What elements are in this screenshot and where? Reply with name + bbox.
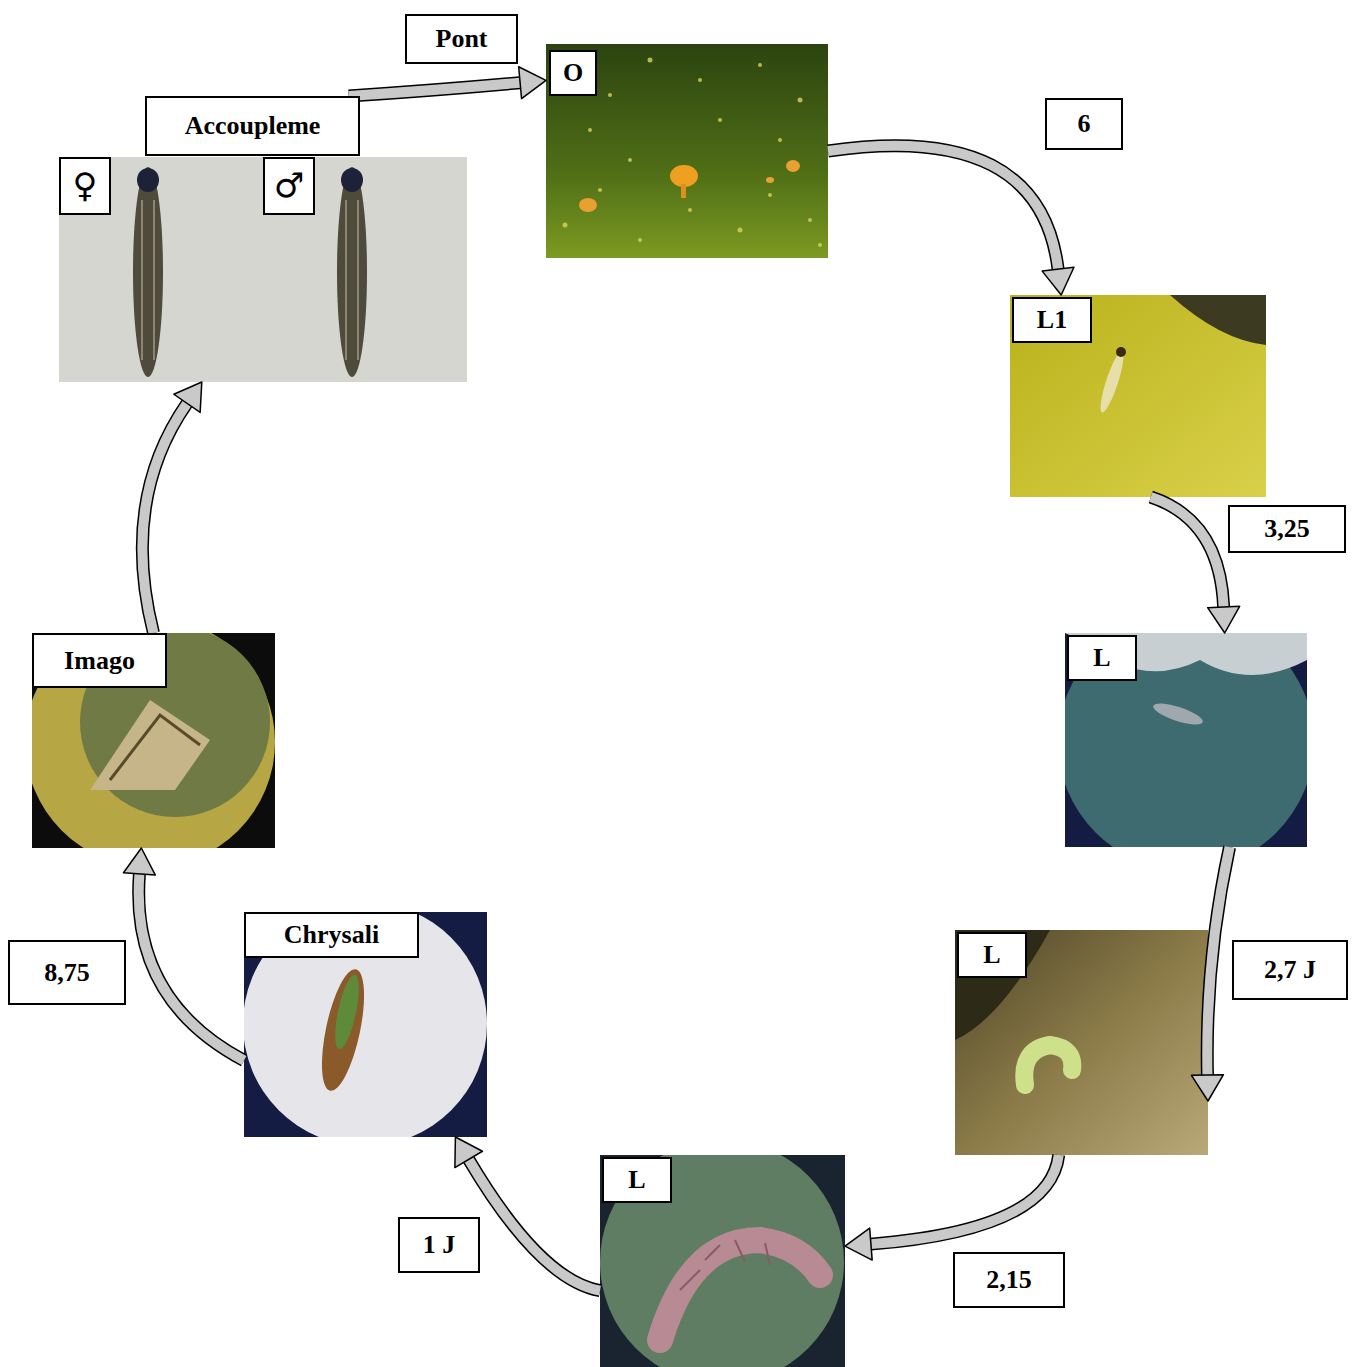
arrow-body [469,1159,600,1290]
stage-label: L [983,940,1000,970]
stage-photo-node: L [955,930,1208,1155]
stage-label: Accoupleme [185,111,321,141]
stage-label: L [628,1165,645,1195]
stage-label: Imago [64,646,135,676]
duration-box: Pont [405,14,518,64]
duration-box: 2,7 J [1232,940,1348,1000]
stage-photo-node: O [546,44,828,258]
arrow-body [871,1155,1059,1244]
arrow-head [1191,1075,1223,1101]
arrow-outline [1151,497,1224,607]
cycle-arrow [123,848,244,1061]
stage-label: 2,7 J [1264,955,1316,985]
stage-label: L [1093,643,1110,673]
stage-label: ♀ [73,166,98,205]
stage-label: 2,15 [986,1265,1032,1295]
arrow-head [1208,606,1240,633]
stage-tag-box: L [957,932,1027,978]
arrow-heads [174,382,202,412]
stage-photo-node: Accoupleme ♀ ♂ [59,96,467,382]
stage-label: 6 [1078,109,1091,139]
arrow-outline [469,1159,600,1290]
arrow-body [1207,847,1229,1075]
arrow-head [845,1228,872,1260]
arrow-body [349,83,520,96]
arrow-heads [1208,606,1240,633]
arrow-body [1151,497,1224,607]
cycle-arrow [1151,497,1240,633]
stage-tag-box: L [602,1157,672,1203]
second-instar-photo [1058,614,1314,870]
third-instar-photo [955,930,1208,1155]
duration-box: 2,15 [953,1252,1065,1308]
cycle-arrow [1191,847,1229,1101]
duration-box: 1 J [398,1217,480,1273]
cycle-arrow [349,67,546,99]
stage-label: ♂ [274,166,304,205]
stage-label: Pont [436,24,488,54]
stage-label: Chrysali [284,920,379,950]
sex-symbol-box: ♀ [59,157,111,215]
arrow-head [519,67,546,99]
arrow-outline [828,146,1058,270]
fourth-instar-photo [600,1140,845,1367]
stage-label: 3,25 [1264,514,1310,544]
stage-tag-box: L [1067,635,1137,681]
stage-photo-node: L [600,1155,845,1367]
pupa-photo [243,902,487,1146]
duration-box: 8,75 [8,940,126,1005]
arrow-body [142,403,187,633]
cycle-arrow [828,146,1074,295]
arrow-heads [519,67,546,99]
cycle-arrow [142,382,201,633]
first-instar-photo [1010,295,1266,497]
arrow-outline [139,874,244,1061]
stage-photo-node: L [1065,633,1307,847]
stage-tag-box: Accoupleme [145,96,360,156]
stage-label: O [563,58,583,88]
stage-photo-node: L1 [1010,295,1266,497]
mating-photo [59,157,467,382]
duration-box: 6 [1045,98,1123,150]
arrow-head [174,382,202,412]
stage-tag-box: L1 [1012,297,1092,343]
cycle-arrow [845,1155,1059,1260]
arrow-outline [142,403,187,633]
stage-label: 8,75 [44,958,90,988]
stage-tag-box: Imago [32,633,167,688]
arrow-heads [455,1137,483,1168]
arrow-head [1042,267,1074,295]
arrow-outline [1207,847,1229,1075]
arrow-outline [349,83,520,96]
arrow-heads [845,1228,872,1260]
arrow-heads [123,848,155,875]
arrow-heads [1042,267,1074,295]
stage-label: L1 [1037,305,1067,335]
adult-photo [25,617,275,867]
stage-photo-node: Chrysali [244,912,487,1137]
stage-tag-box: O [549,50,597,96]
stage-tag-box: Chrysali [244,912,419,958]
sex-symbol-box: ♂ [263,157,315,215]
arrow-heads [1191,1075,1223,1101]
stage-label: 1 J [423,1230,456,1260]
arrow-head [123,848,155,875]
arrow-outline [871,1155,1059,1244]
arrow-body [139,874,244,1061]
duration-box: 3,25 [1228,505,1346,553]
arrow-head [455,1137,483,1168]
arrow-body [828,146,1058,270]
egg-photo [546,44,828,258]
stage-photo-node: Imago [32,633,275,848]
